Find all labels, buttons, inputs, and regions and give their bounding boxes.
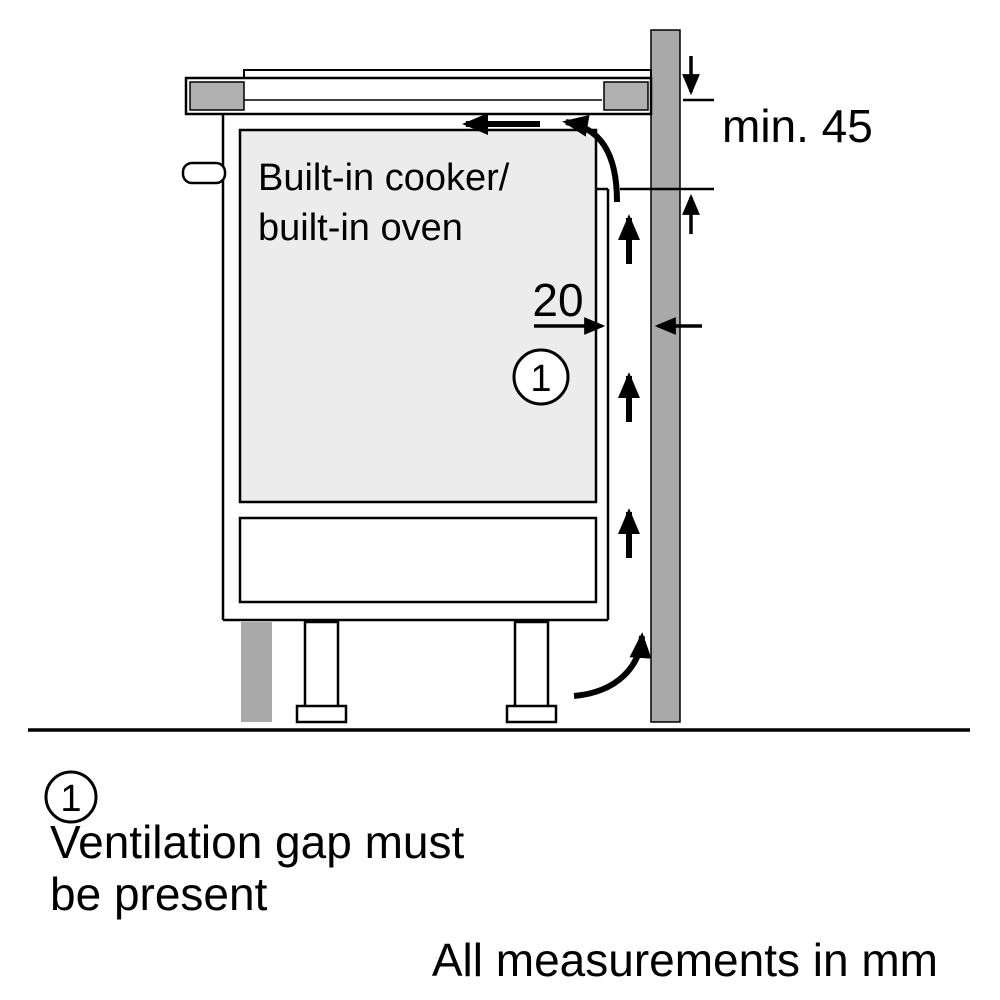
wall (650, 29, 681, 723)
legend-text-line2: be present (50, 868, 268, 920)
measurements-note: All measurements in mm (432, 934, 938, 986)
oven-body (238, 128, 598, 504)
leg-rear-foot (505, 704, 558, 724)
airflow-arrow-bottom-curved (573, 632, 652, 699)
oven-label-line2: built-in oven (258, 207, 463, 249)
legend-circle (44, 770, 98, 824)
worktop-cap-right (603, 81, 649, 111)
oven-label-line1: Built-in cooker/ (258, 157, 510, 199)
leg-front (303, 620, 340, 710)
legend-text-line1: Ventilation gap must (50, 816, 464, 868)
worktop (184, 76, 653, 116)
oven-handle (181, 161, 227, 185)
legend-number: 1 (60, 778, 81, 820)
dim-gap-label: 20 (532, 274, 583, 326)
drawer (238, 516, 598, 604)
plinth (241, 622, 272, 722)
worktop-cap-left (189, 81, 245, 111)
leg-front-foot (295, 704, 348, 724)
leg-rear (513, 620, 550, 710)
callout-number: 1 (530, 358, 551, 400)
dim-min45-label: min. 45 (722, 100, 873, 152)
callout-circle (512, 348, 570, 406)
airflow-arrow-top-curved (562, 115, 620, 203)
